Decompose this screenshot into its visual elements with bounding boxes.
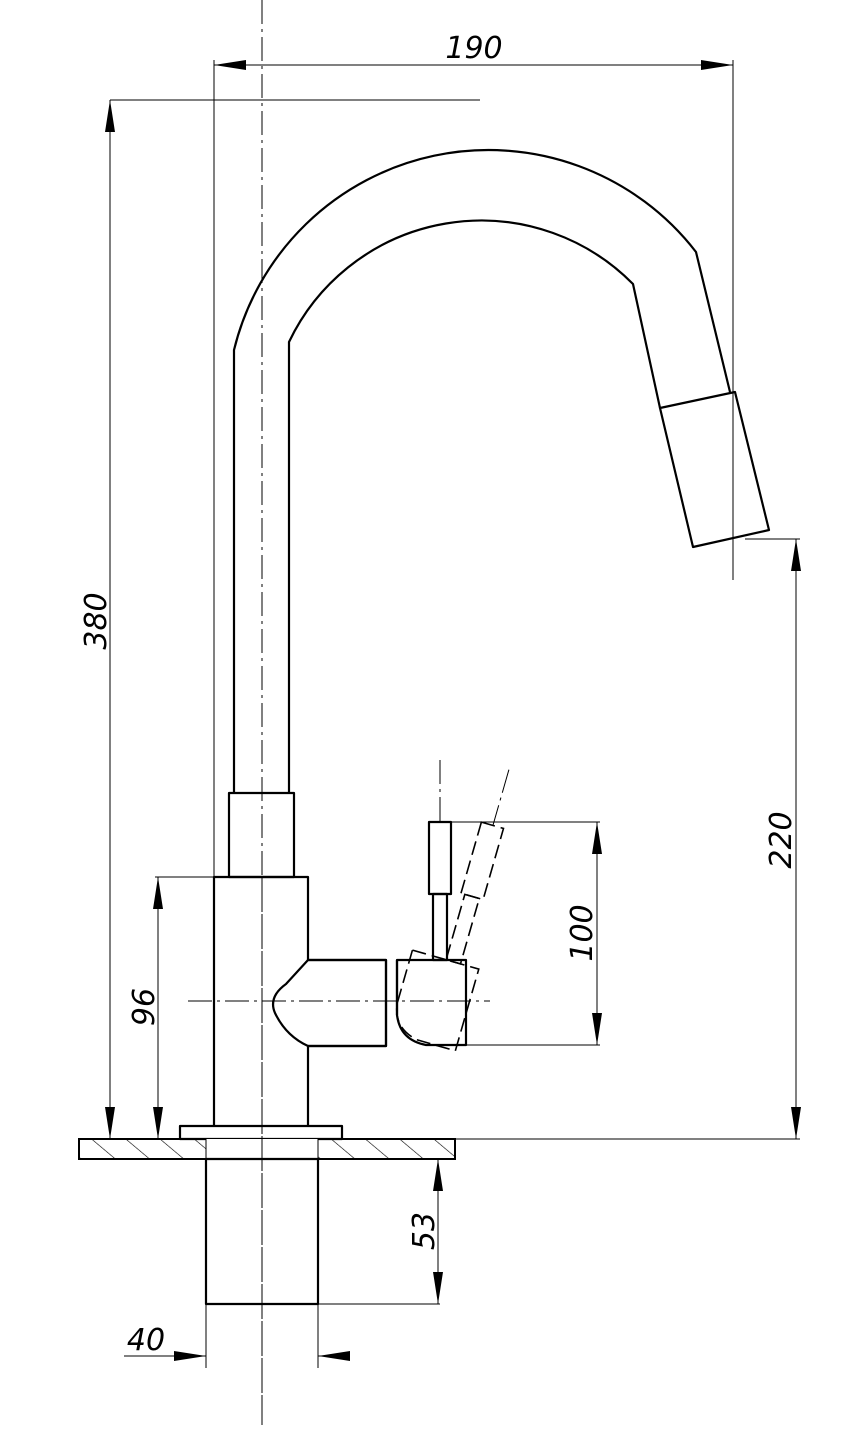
dim-text-40: 40 bbox=[127, 1323, 165, 1358]
dim-text-100: 100 bbox=[565, 904, 600, 961]
lever-cartridge bbox=[395, 958, 468, 1047]
spout-outer-contour bbox=[232, 148, 732, 792]
lever-handle-grip bbox=[427, 820, 453, 896]
aerator-nozzle bbox=[658, 390, 771, 549]
dim-text-96: 96 bbox=[127, 988, 162, 1026]
lever-open-position-phantom bbox=[395, 769, 510, 1052]
base-washer bbox=[178, 1124, 344, 1141]
lever-hub bbox=[271, 958, 388, 1048]
spout-inner-contour bbox=[287, 219, 662, 792]
dim-text-190: 190 bbox=[445, 31, 502, 66]
dim-text-380: 380 bbox=[79, 592, 114, 649]
lever-handle-stem bbox=[431, 892, 449, 962]
dim-text-220: 220 bbox=[764, 811, 799, 868]
dim-text-53: 53 bbox=[407, 1212, 442, 1250]
